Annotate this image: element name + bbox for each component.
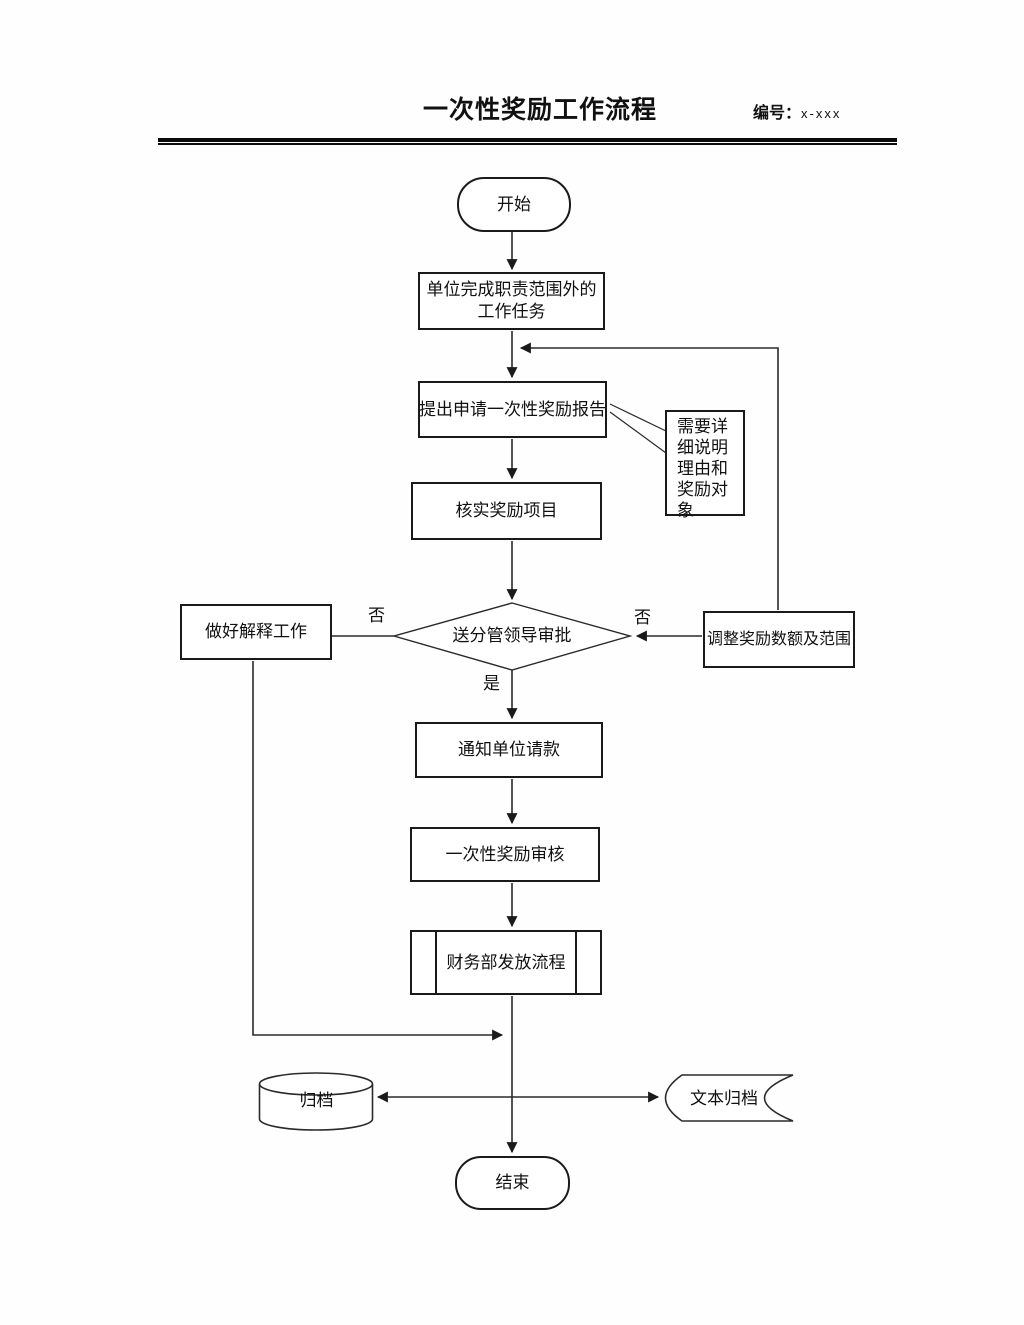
node-adjust-amount: 调整奖励数额及范围 (703, 611, 855, 668)
node-apply-report: 提出申请一次性奖励报告 (418, 381, 607, 438)
edge-label-no-left: 否 (366, 606, 387, 626)
node-verify-items: 核实奖励项目 (411, 482, 602, 540)
node-finance-label: 财务部发放流程 (446, 952, 566, 972)
node-reward-review: 一次性奖励审核 (410, 827, 600, 882)
node-explain-work: 做好解释工作 (180, 604, 332, 660)
page-title: 一次性奖励工作流程 (422, 96, 657, 124)
header-divider (158, 138, 897, 145)
node-start: 开始 (457, 177, 571, 232)
node-end: 结束 (455, 1156, 570, 1210)
edge-label-yes: 是 (481, 674, 502, 694)
document-number-value: x-xxx (801, 106, 842, 121)
document-number-label: 编号： (753, 105, 802, 122)
node-decision-approval: 送分管领导审批 (452, 626, 572, 645)
node-finance-process: 财务部发放流程 (410, 930, 602, 995)
finance-bar-left-icon (435, 932, 437, 993)
node-note-annotation: 需要详细说明理由和奖励对象 (665, 410, 745, 520)
arrow-explain-to-trunk (252, 661, 504, 1041)
document-number: 编号：x-xxx (753, 99, 841, 123)
node-notify-payment: 通知单位请款 (415, 722, 603, 778)
arrow-adjust-loopback (519, 342, 779, 610)
finance-bar-right-icon (575, 932, 577, 993)
edge-label-no-right: 否 (632, 608, 653, 628)
text-archive-shape (664, 1074, 794, 1122)
node-archive: 归档 (299, 1091, 334, 1110)
note-callout-line-lower (609, 411, 667, 454)
archive-cylinder-body (258, 1084, 374, 1131)
node-text-archive: 文本归档 (690, 1089, 758, 1108)
note-callout-line-upper (609, 403, 667, 432)
node-task: 单位完成职责范围外的工作任务 (418, 272, 605, 330)
archive-cylinder-top (258, 1072, 374, 1096)
